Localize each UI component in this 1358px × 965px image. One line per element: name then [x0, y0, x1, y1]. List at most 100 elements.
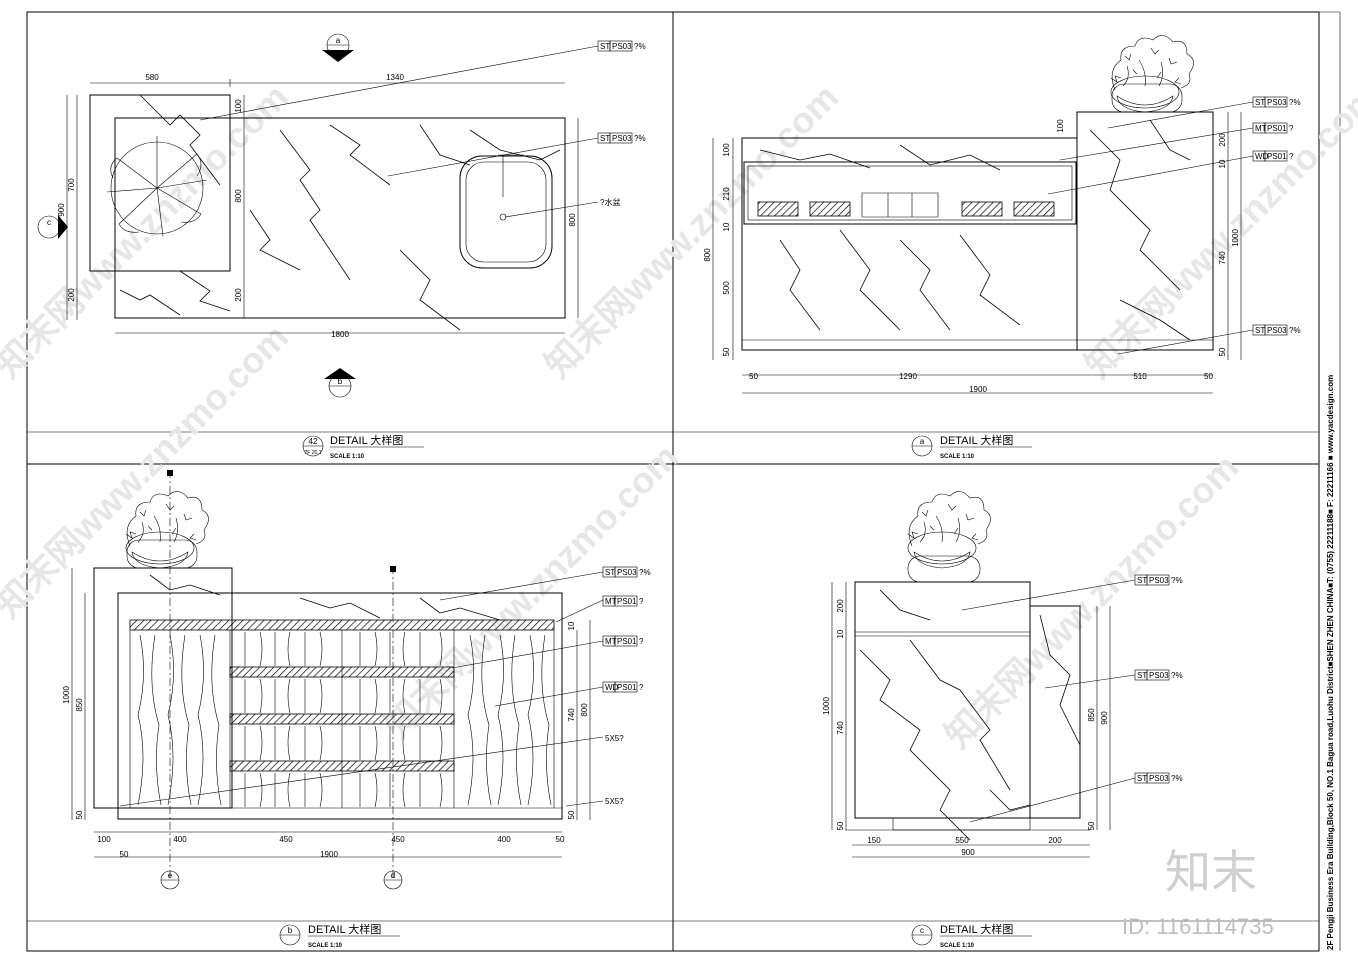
svg-text:50: 50	[75, 810, 84, 819]
material-tag: ST PS03 ?%	[1252, 96, 1301, 108]
svg-text:200: 200	[67, 288, 76, 302]
svg-text:10: 10	[1218, 159, 1227, 168]
svg-text:ST: ST	[600, 42, 610, 51]
svg-text:150: 150	[867, 836, 881, 845]
section-mark-e: e	[160, 870, 180, 890]
panel-title: b DETAIL 大样图 SCALE 1:10	[279, 922, 400, 949]
svg-text:WD: WD	[605, 683, 619, 692]
watermark: 知末网www.znzmo.com	[1077, 76, 1358, 385]
svg-text:PS01: PS01	[1267, 152, 1287, 161]
svg-text:PS03: PS03	[617, 568, 637, 577]
material-tag: MT PS01 ?	[602, 635, 644, 647]
svg-text:PS03: PS03	[1267, 98, 1287, 107]
svg-text:?%: ?%	[639, 568, 651, 577]
title-block-address: 2F Pengji Business Era Building,Block 50…	[1326, 375, 1335, 950]
svg-text:900: 900	[1100, 711, 1109, 725]
svg-text:200: 200	[1218, 133, 1227, 147]
svg-text:1340: 1340	[386, 73, 404, 82]
svg-text:?%: ?%	[1171, 671, 1183, 680]
svg-text:SCALE 1:10: SCALE 1:10	[330, 454, 365, 460]
section-mark-d: d	[383, 870, 403, 890]
svg-text:?%: ?%	[1289, 98, 1301, 107]
svg-text:?: ?	[1289, 124, 1294, 133]
material-tag: ST PS03 ?%	[597, 132, 646, 144]
panel-title: a DETAIL 大样图 SCALE 1:10	[911, 433, 1032, 460]
panel-title: c DETAIL 大样图 SCALE 1:10	[911, 922, 1032, 949]
towels	[757, 192, 1055, 218]
svg-text:450: 450	[391, 835, 405, 844]
svg-text:100: 100	[234, 99, 243, 113]
watermark: 知末网www.znzmo.com	[0, 316, 296, 625]
svg-text:900: 900	[57, 203, 66, 217]
svg-text:42: 42	[309, 437, 318, 446]
svg-text:800: 800	[234, 189, 243, 203]
elevation-b: 100 400 450 450 400 50 50 1900 1000 850 …	[62, 470, 651, 949]
material-tag: WD PS01 ?	[1252, 150, 1294, 162]
svg-text:740: 740	[567, 708, 576, 722]
material-tag: ST PS03 ?%	[597, 40, 646, 52]
svg-text:PS01: PS01	[617, 637, 637, 646]
svg-text:10: 10	[722, 222, 731, 231]
material-tag: MT PS01 ?	[602, 595, 644, 607]
svg-text:PS01: PS01	[617, 597, 637, 606]
svg-text:800: 800	[703, 248, 712, 262]
svg-text:ST: ST	[605, 568, 615, 577]
svg-text:a: a	[920, 437, 925, 446]
material-tag: ST PS03 ?%	[1252, 324, 1301, 336]
watermark: 知末网www.znzmo.com	[537, 76, 846, 385]
svg-text:450: 450	[279, 835, 293, 844]
svg-text:7F 20.1: 7F 20.1	[305, 450, 322, 456]
svg-text:1000: 1000	[1231, 229, 1240, 247]
svg-text:1900: 1900	[320, 850, 338, 859]
svg-text:MT: MT	[605, 597, 617, 606]
panel-title: 42 7F 20.1 DETAIL 大样图 SCALE 1:10	[302, 433, 424, 460]
svg-text:DETAIL 大样图: DETAIL 大样图	[308, 922, 381, 936]
svg-text:a: a	[336, 36, 341, 45]
svg-text:PS03: PS03	[1267, 326, 1287, 335]
svg-text:?%: ?%	[634, 42, 646, 51]
svg-text:PS01: PS01	[617, 683, 637, 692]
svg-text:c: c	[47, 218, 51, 227]
svg-text:e: e	[168, 871, 173, 880]
svg-text:PS03: PS03	[1149, 671, 1169, 680]
elevation-a: 50 1290 510 50 1900 800 100 210 10 500 5…	[703, 35, 1301, 460]
svg-text:50: 50	[1087, 821, 1096, 830]
svg-text:210: 210	[722, 187, 731, 201]
svg-text:SCALE 1:10: SCALE 1:10	[940, 454, 975, 460]
svg-text:?: ?	[639, 597, 644, 606]
svg-text:DETAIL 大样图: DETAIL 大样图	[330, 433, 403, 447]
svg-text:?%: ?%	[1171, 774, 1183, 783]
svg-text:740: 740	[836, 721, 845, 735]
svg-text:MT: MT	[605, 637, 617, 646]
svg-text:50: 50	[567, 810, 576, 819]
elevation-c: 150 550 200 900 1000 200 10 740 50 850 9…	[822, 491, 1183, 949]
svg-text:?: ?	[639, 683, 644, 692]
svg-text:PS01: PS01	[1267, 124, 1287, 133]
svg-text:?: ?	[1289, 152, 1294, 161]
svg-text:1000: 1000	[822, 697, 831, 715]
material-tag: ST PS03 ?%	[1134, 669, 1183, 681]
svg-text:400: 400	[173, 835, 187, 844]
svg-text:5X5?: 5X5?	[605, 797, 624, 806]
svg-text:50: 50	[120, 850, 129, 859]
svg-text:SCALE 1:10: SCALE 1:10	[308, 943, 343, 949]
svg-text:c: c	[920, 926, 924, 935]
svg-text:800: 800	[568, 213, 577, 227]
svg-text:50: 50	[836, 821, 845, 830]
svg-text:SCALE 1:10: SCALE 1:10	[940, 943, 975, 949]
svg-text:500: 500	[722, 281, 731, 295]
svg-text:800: 800	[580, 703, 589, 717]
svg-text:ST: ST	[1255, 326, 1265, 335]
svg-text:?%: ?%	[1289, 326, 1301, 335]
svg-text:PS03: PS03	[612, 134, 632, 143]
material-tag: ST PS03 ?%	[1134, 574, 1183, 586]
svg-text:740: 740	[1218, 251, 1227, 265]
svg-text:400: 400	[497, 835, 511, 844]
svg-text:850: 850	[1087, 708, 1096, 722]
svg-text:700: 700	[67, 178, 76, 192]
marker-a: a	[322, 33, 354, 62]
svg-text:50: 50	[556, 835, 565, 844]
svg-text:DETAIL 大样图: DETAIL 大样图	[940, 922, 1013, 936]
svg-text:10: 10	[567, 621, 576, 630]
